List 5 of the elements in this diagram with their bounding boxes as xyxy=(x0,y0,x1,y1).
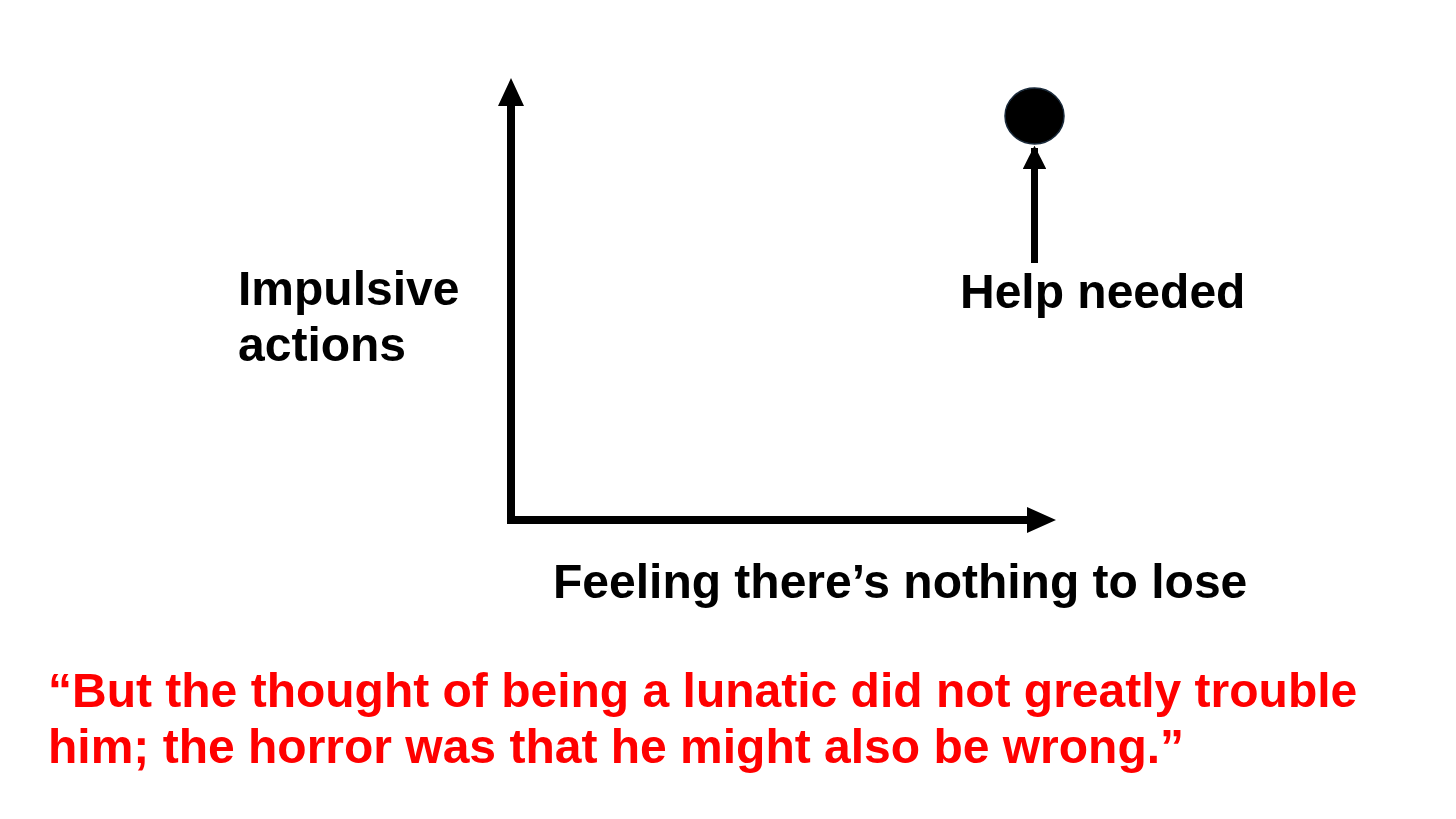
axis-title: Impulsive actions xyxy=(238,261,461,373)
axis-title: Feeling there’s nothing to lose xyxy=(553,554,1248,610)
quote-caption: “But the thought of being a lunatic did not greatly trouble him; the horror was that he might also be wrong.” xyxy=(48,663,1359,775)
callout-text: Help needed xyxy=(960,263,1246,321)
dot-marker xyxy=(1004,87,1065,145)
